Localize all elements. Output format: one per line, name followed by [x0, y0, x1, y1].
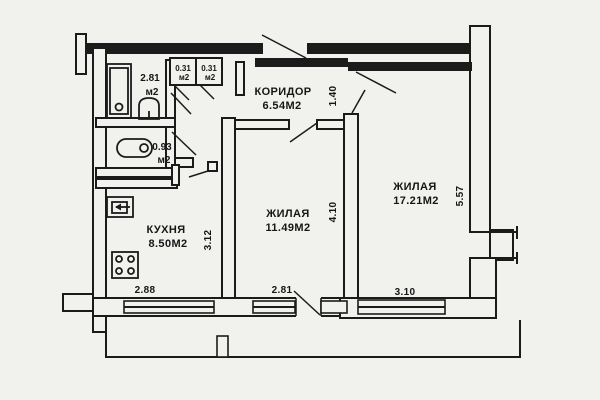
kitchen-door-hinge-block — [207, 161, 218, 172]
living-large-name: ЖИЛАЯ — [392, 181, 436, 193]
dim-living-small-depth: 4.10 — [328, 202, 339, 223]
kitchen-area: 8.50М2 — [148, 238, 187, 250]
balcony-divider-stub — [216, 335, 229, 358]
living-small-door-swing-line — [289, 122, 318, 143]
kitchen-name: КУХНЯ — [146, 224, 185, 236]
bathroom-area: 2.81 — [140, 73, 160, 84]
closet-right-door-swing-line — [199, 84, 215, 100]
living-large-door-swing-line — [355, 71, 397, 94]
living-large-inner-top-wall — [348, 62, 472, 71]
dimension-labels: 2.88 2.81 3.10 3.12 4.10 5.57 1.40 — [135, 86, 466, 298]
bathroom-door-swing-line — [170, 92, 192, 115]
toilet-icon — [116, 138, 153, 158]
wall-left-stub — [62, 293, 94, 312]
room-labels: КОРИДОР 6.54М2 ЖИЛАЯ 11.49М2 ЖИЛАЯ 17.21… — [140, 64, 439, 250]
wc-door-swing-line — [171, 131, 197, 156]
balcony-door-opening — [296, 296, 321, 318]
wc-unit: м2 — [158, 155, 171, 166]
living-small-area: 11.49М2 — [265, 222, 310, 234]
bathtub-icon — [106, 63, 132, 119]
corridor-inner-top-wall — [255, 58, 348, 67]
closet-right-unit: м2 — [205, 73, 216, 82]
closet-left-unit: м2 — [179, 73, 190, 82]
living-large-door-arc-line — [351, 89, 366, 114]
closet-left-door-swing-line — [174, 85, 190, 101]
balcony-outline — [105, 316, 521, 358]
kitchen-door-swing-line — [188, 170, 209, 178]
kitchen-sink-icon — [106, 196, 134, 218]
fixtures — [106, 63, 160, 279]
wall-top-left — [83, 43, 263, 54]
corridor-area: 6.54М2 — [262, 100, 301, 112]
wall-right-bump — [489, 229, 514, 261]
wall-corridor-left-stub — [235, 61, 245, 96]
wall-top-right — [307, 43, 472, 54]
wall-living-small-top-left — [234, 119, 290, 130]
bathroom-unit: м2 — [146, 87, 159, 98]
dim-kitchen-width: 2.88 — [135, 285, 156, 296]
wall-bath-wc-divider — [95, 117, 176, 128]
living-large-area: 17.21М2 — [393, 195, 439, 207]
wall-kitchen-top — [95, 178, 178, 189]
corridor-name: КОРИДОР — [254, 86, 311, 98]
window-living-small-right — [320, 300, 348, 314]
wall-left — [92, 47, 107, 333]
closets — [169, 57, 223, 86]
wall-right-upper — [469, 25, 491, 233]
balcony-door-swing-line — [293, 290, 321, 316]
bath-sink-icon — [138, 97, 160, 120]
closet-right-area: 0.31 — [201, 64, 217, 73]
wall-hall-stub — [174, 157, 194, 168]
stove-icon — [111, 251, 139, 279]
wall-wc-bottom — [95, 167, 176, 178]
door-swings — [170, 34, 397, 178]
living-small-name: ЖИЛАЯ — [265, 208, 309, 220]
wall-hall-stub-leg — [171, 164, 180, 186]
dim-corridor-opening: 1.40 — [328, 86, 339, 107]
closet-left-area: 0.31 — [175, 64, 191, 73]
dim-living-large-depth: 5.57 — [455, 186, 466, 207]
wc-area: 0.93 — [152, 142, 172, 153]
dim-living-large-width: 3.10 — [395, 287, 416, 298]
dim-kitchen-depth: 3.12 — [203, 230, 214, 251]
wall-top-end-cap — [75, 33, 87, 75]
wall-kitchen-living-divider — [221, 117, 236, 299]
entry-door-swing-line — [261, 34, 307, 59]
dim-living-small-width: 2.81 — [272, 285, 293, 296]
interior-walls — [95, 59, 359, 299]
windows-and-balcony — [105, 290, 521, 358]
wall-living-divider — [343, 113, 359, 299]
